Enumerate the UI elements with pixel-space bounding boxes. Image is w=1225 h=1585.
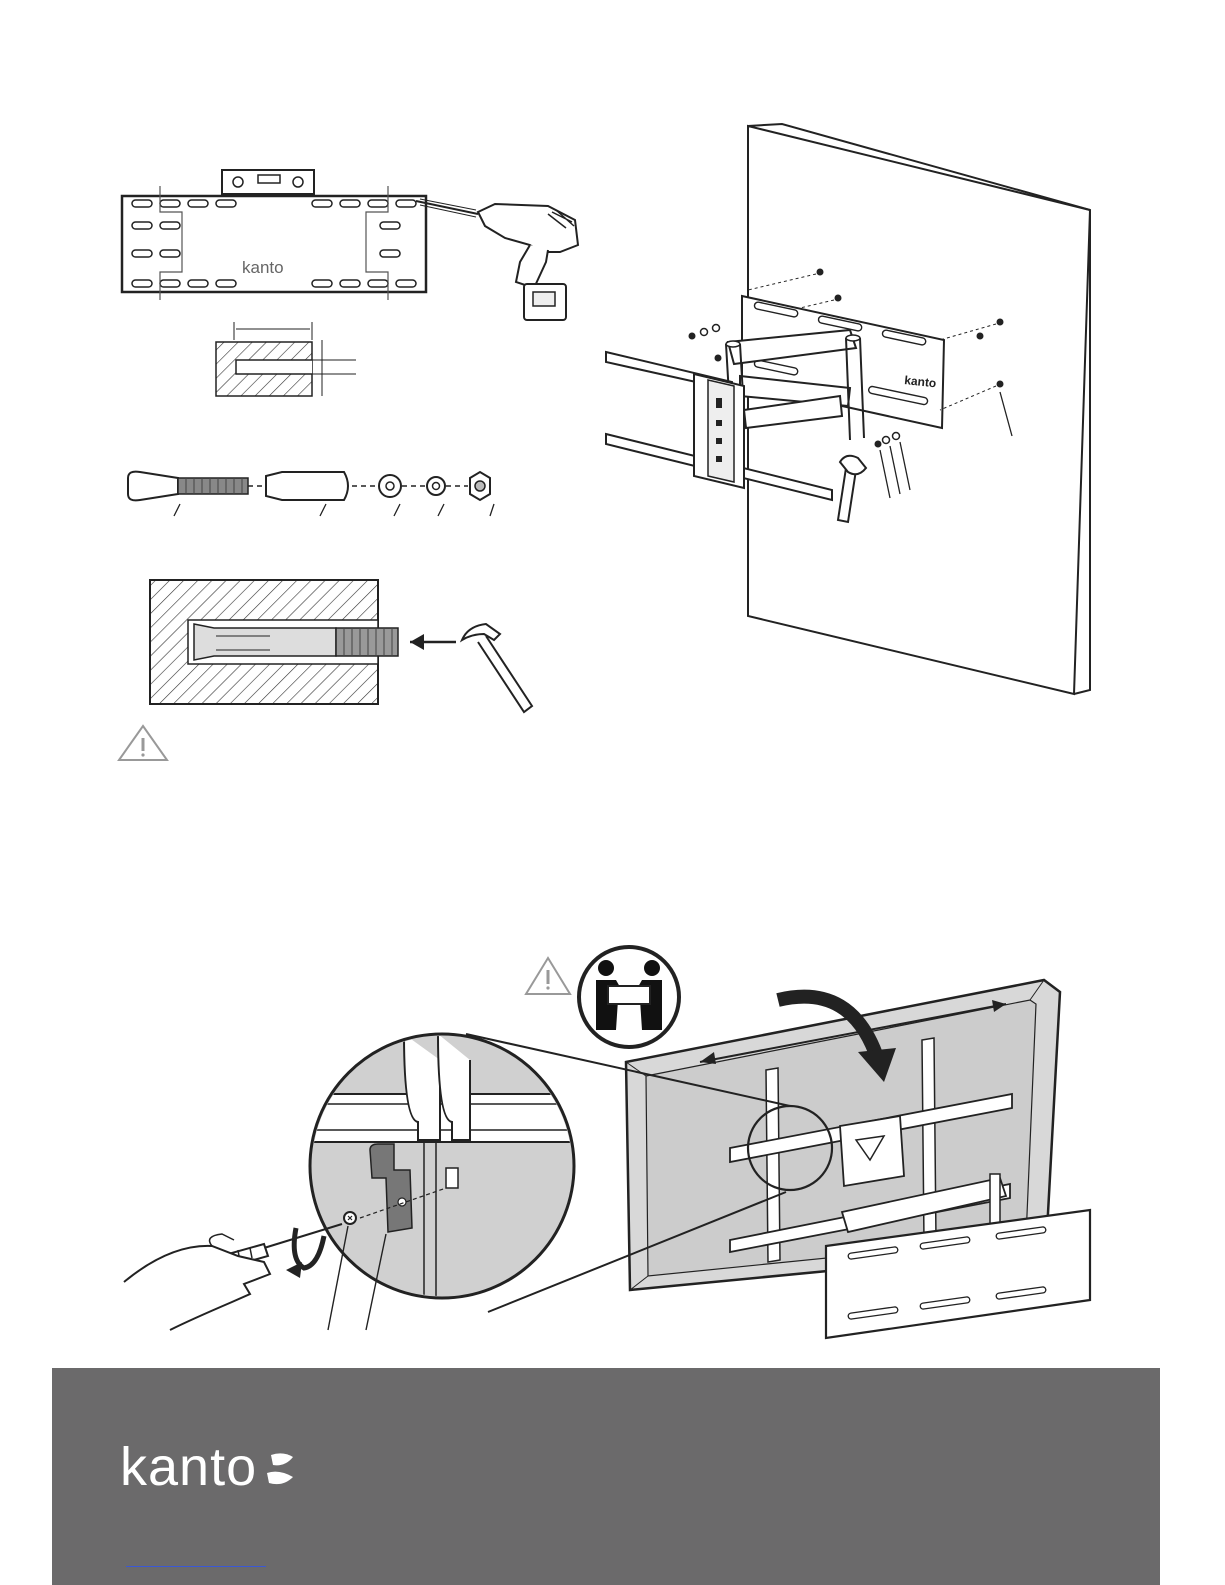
drill-hole-cross-section [216, 322, 356, 396]
footer-bar: kanto [52, 1368, 1160, 1585]
hammer-icon [462, 624, 532, 712]
wall-plate-logo: kanto [242, 258, 284, 277]
footer-link-underline[interactable] [126, 1566, 266, 1567]
installation-illustrations: kanto [0, 0, 1225, 1368]
drill-icon [478, 204, 578, 320]
warning-icon [119, 726, 167, 760]
anchor-in-wall-section [150, 580, 456, 704]
warning-icon [526, 958, 570, 994]
kanto-mark-icon [263, 1440, 297, 1480]
wall-plate-template [122, 170, 478, 300]
kanto-logo-text: kanto [120, 1437, 257, 1497]
kanto-logo: kanto [120, 1436, 297, 1498]
two-person-lift-icon [579, 947, 679, 1047]
anchor-bolt-parts [128, 472, 494, 516]
